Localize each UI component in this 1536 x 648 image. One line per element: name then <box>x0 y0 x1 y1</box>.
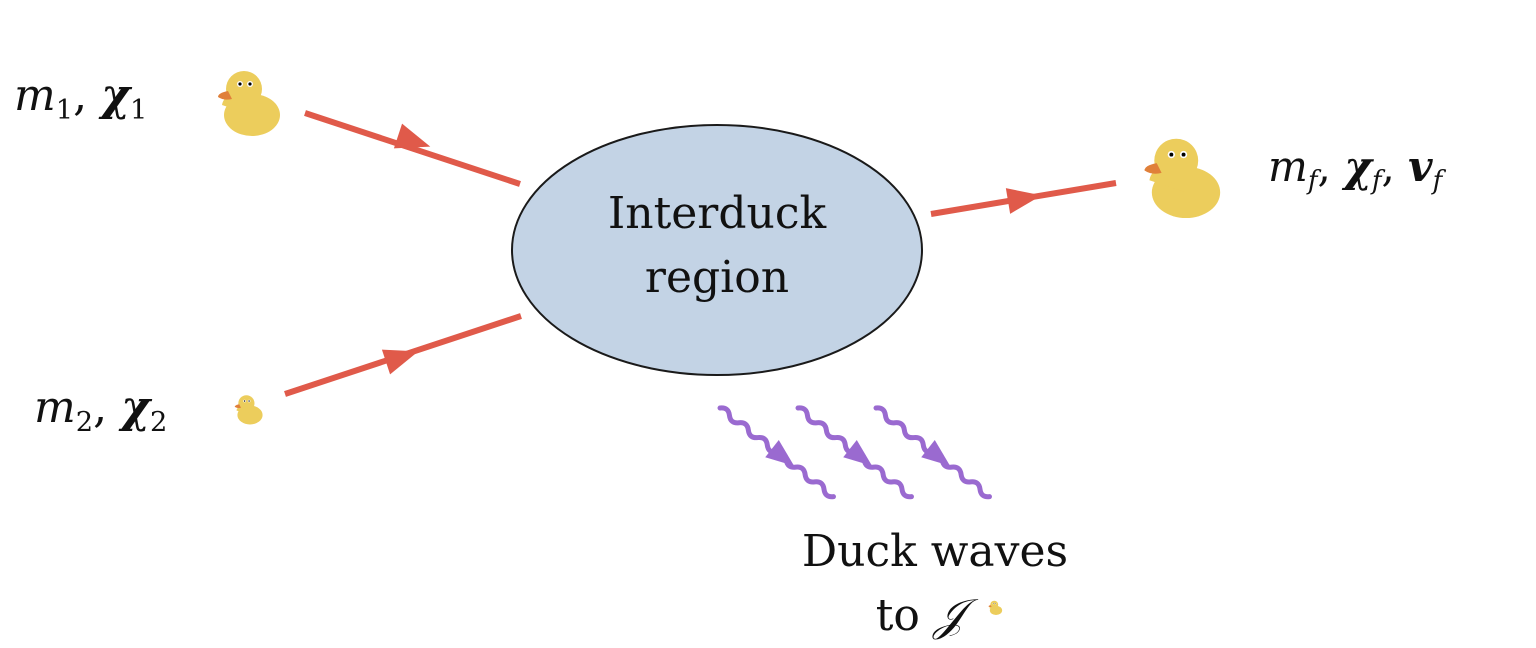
incoming-2-label: m2, χ2 <box>34 386 167 436</box>
waves-label-line1: Duck waves <box>801 526 1069 577</box>
outgoing-sep-2: , <box>1381 142 1395 191</box>
duck-icon <box>218 71 280 136</box>
incoming-2-mass: m <box>34 382 76 433</box>
arrow-icon <box>393 123 431 149</box>
outgoing-spin-sub: f <box>1371 166 1382 197</box>
scri-symbol: 𝒥 <box>933 590 965 641</box>
incoming-1-sep: , <box>73 70 88 121</box>
incoming-2-sep: , <box>93 382 108 433</box>
outgoing-velocity-sub: f <box>1432 166 1443 197</box>
incoming-2-mass-sub: 2 <box>75 406 94 438</box>
incoming-2-spin: χ <box>121 382 151 433</box>
center-label-line2: region <box>644 252 790 303</box>
arrow-icon <box>381 349 419 375</box>
arrow-icon <box>1005 188 1042 214</box>
outgoing-velocity: v <box>1408 142 1433 191</box>
outgoing-sep-1: , <box>1317 142 1331 191</box>
wave-icon <box>791 399 918 505</box>
center-label-line1: Interduck <box>607 188 827 239</box>
outgoing-label: mf, χf, vf <box>1268 146 1442 195</box>
incoming-1-mass-sub: 1 <box>55 94 74 126</box>
incoming-1-label: m1, χ1 <box>14 74 147 124</box>
outgoing-mass: m <box>1268 142 1308 191</box>
incoming-arrow-1 <box>304 110 521 187</box>
duck-icon <box>234 395 263 425</box>
incoming-1-spin: χ <box>101 70 131 121</box>
waves-label-to: to <box>875 590 920 641</box>
incoming-1-spin-sub: 1 <box>130 94 148 126</box>
outgoing-mass-sub: f <box>1307 166 1318 197</box>
incoming-2-spin-sub: 2 <box>150 406 168 438</box>
wave-icon <box>713 399 840 505</box>
incoming-arrow-2 <box>284 313 522 397</box>
waves-label: Duck waves to 𝒥 <box>775 520 1095 648</box>
wave-icon <box>869 399 996 505</box>
outgoing-spin: χ <box>1344 142 1372 191</box>
outgoing-arrow <box>930 180 1117 217</box>
duck-icon <box>1144 138 1221 219</box>
incoming-1-mass: m <box>14 70 56 121</box>
interduck-region-ellipse <box>511 124 923 376</box>
interduck-region-label: Interduck region <box>557 182 877 310</box>
waves-label-line2: to 𝒥 <box>775 584 1095 648</box>
